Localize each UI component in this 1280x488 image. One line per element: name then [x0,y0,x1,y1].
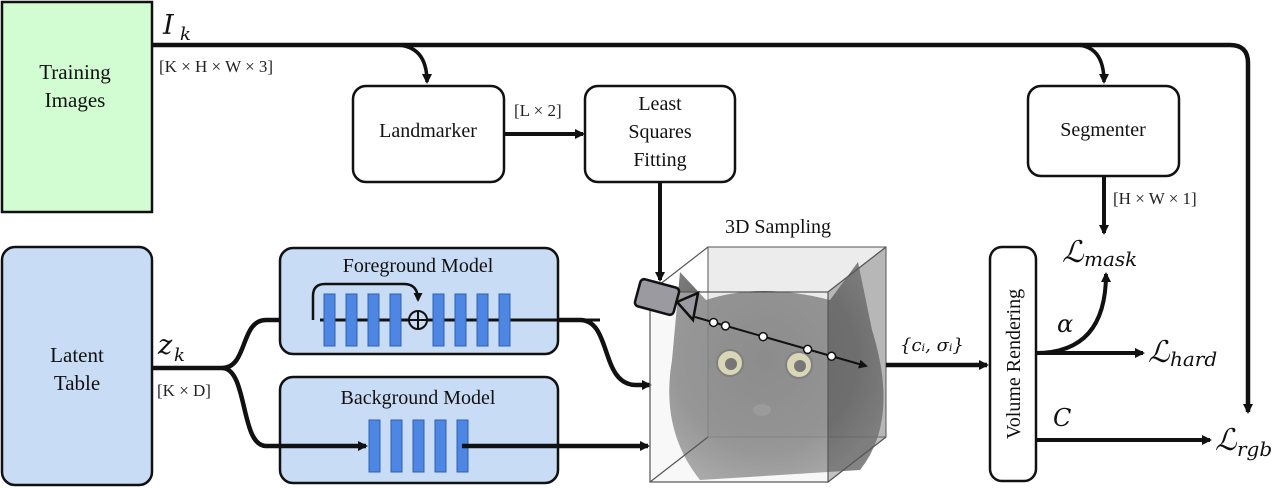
foreground-model-box: Foreground Model [278,246,600,356]
latent-dim-label: [K × D] [157,381,211,400]
rgb-loss-label: ℒ rgb [1215,423,1272,461]
foreground-layer [345,293,358,347]
sampling-title: 3D Sampling [725,216,831,238]
landmarker-label: Landmarker [379,120,477,142]
latent-var: z [157,330,173,361]
color-label: C [1053,404,1071,432]
mask-loss-sub: mask [1084,247,1137,271]
latent-table-box: Latent Table [0,245,154,487]
sample-point [708,317,719,328]
background-model-label: Background Model [341,387,496,409]
image-var: I [162,10,175,41]
segmenter-box: Segmenter [1026,84,1181,178]
latent-var-sub: k [174,345,185,366]
ray-sample-points [708,317,837,362]
residual-add-icon [408,310,428,330]
camera-icon [633,277,700,323]
images-to-segmenter-arrow [1074,43,1109,84]
image-var-sub: k [180,24,191,45]
sample-point [826,351,837,362]
training-images-box: Training Images [0,0,154,214]
least-squares-fitting-box: Least Squares Fitting [583,84,737,184]
sample-point [758,331,768,342]
foreground-layer [498,293,511,347]
fitting-label-line3: Fitting [633,149,686,171]
images-to-landmarker-arrow [394,43,432,84]
rgb-loss-script: ℒ [1215,423,1238,458]
skip-connection-arrow [311,282,423,320]
segmenter-label: Segmenter [1060,119,1146,141]
mask-dim-label: [H × W × 1] [1113,189,1197,208]
foreground-layer [432,293,445,347]
volume-rendering-box: Volume Rendering [988,245,1038,483]
cat-image [669,262,884,480]
hard-loss-sub: hard [1170,347,1217,371]
background-layer [434,419,447,473]
alpha-label: α [1057,310,1073,338]
background-layer [412,419,425,473]
foreground-model-label: Foreground Model [343,255,494,277]
latent-table-label-line1: Latent [50,343,104,367]
foreground-layer [323,293,336,347]
latent-variable-label: z k [157,330,185,366]
latent-to-background-line [221,365,267,449]
images-dim-label: [K × H × W × 3] [159,57,273,76]
training-images-label-line1: Training [39,60,111,84]
background-layer [368,419,381,473]
foreground-layer [454,293,467,347]
fitting-label-line2: Squares [628,121,692,143]
latent-table-label-line2: Table [54,371,100,395]
training-images-label-line2: Images [45,88,106,112]
foreground-layer [476,293,489,347]
background-layer [390,419,403,473]
landmarks-dim-label: [L × 2] [514,101,562,120]
samples-label: {cᵢ, σᵢ} [900,335,964,356]
volume-rendering-label: Volume Rendering [1003,289,1025,439]
sample-point [720,321,731,331]
hard-loss-script: ℒ [1148,335,1171,370]
image-variable-label: I k [162,10,191,45]
foreground-layer [389,293,402,347]
fitting-label-line1: Least [638,93,682,115]
foreground-to-sampling-line [558,317,652,390]
sampling-cube [649,245,887,484]
background-model-box: Background Model [278,375,560,485]
hard-loss-label: ℒ hard [1148,335,1217,371]
sample-point [802,344,813,355]
images-bus-line [152,42,1253,414]
mask-loss-label: ℒ mask [1062,235,1137,271]
foreground-layer [367,293,380,347]
foreground-layers [323,293,511,347]
mask-loss-script: ℒ [1062,235,1085,270]
rgb-loss-sub: rgb [1237,437,1272,461]
landmarker-box: Landmarker [351,84,506,184]
